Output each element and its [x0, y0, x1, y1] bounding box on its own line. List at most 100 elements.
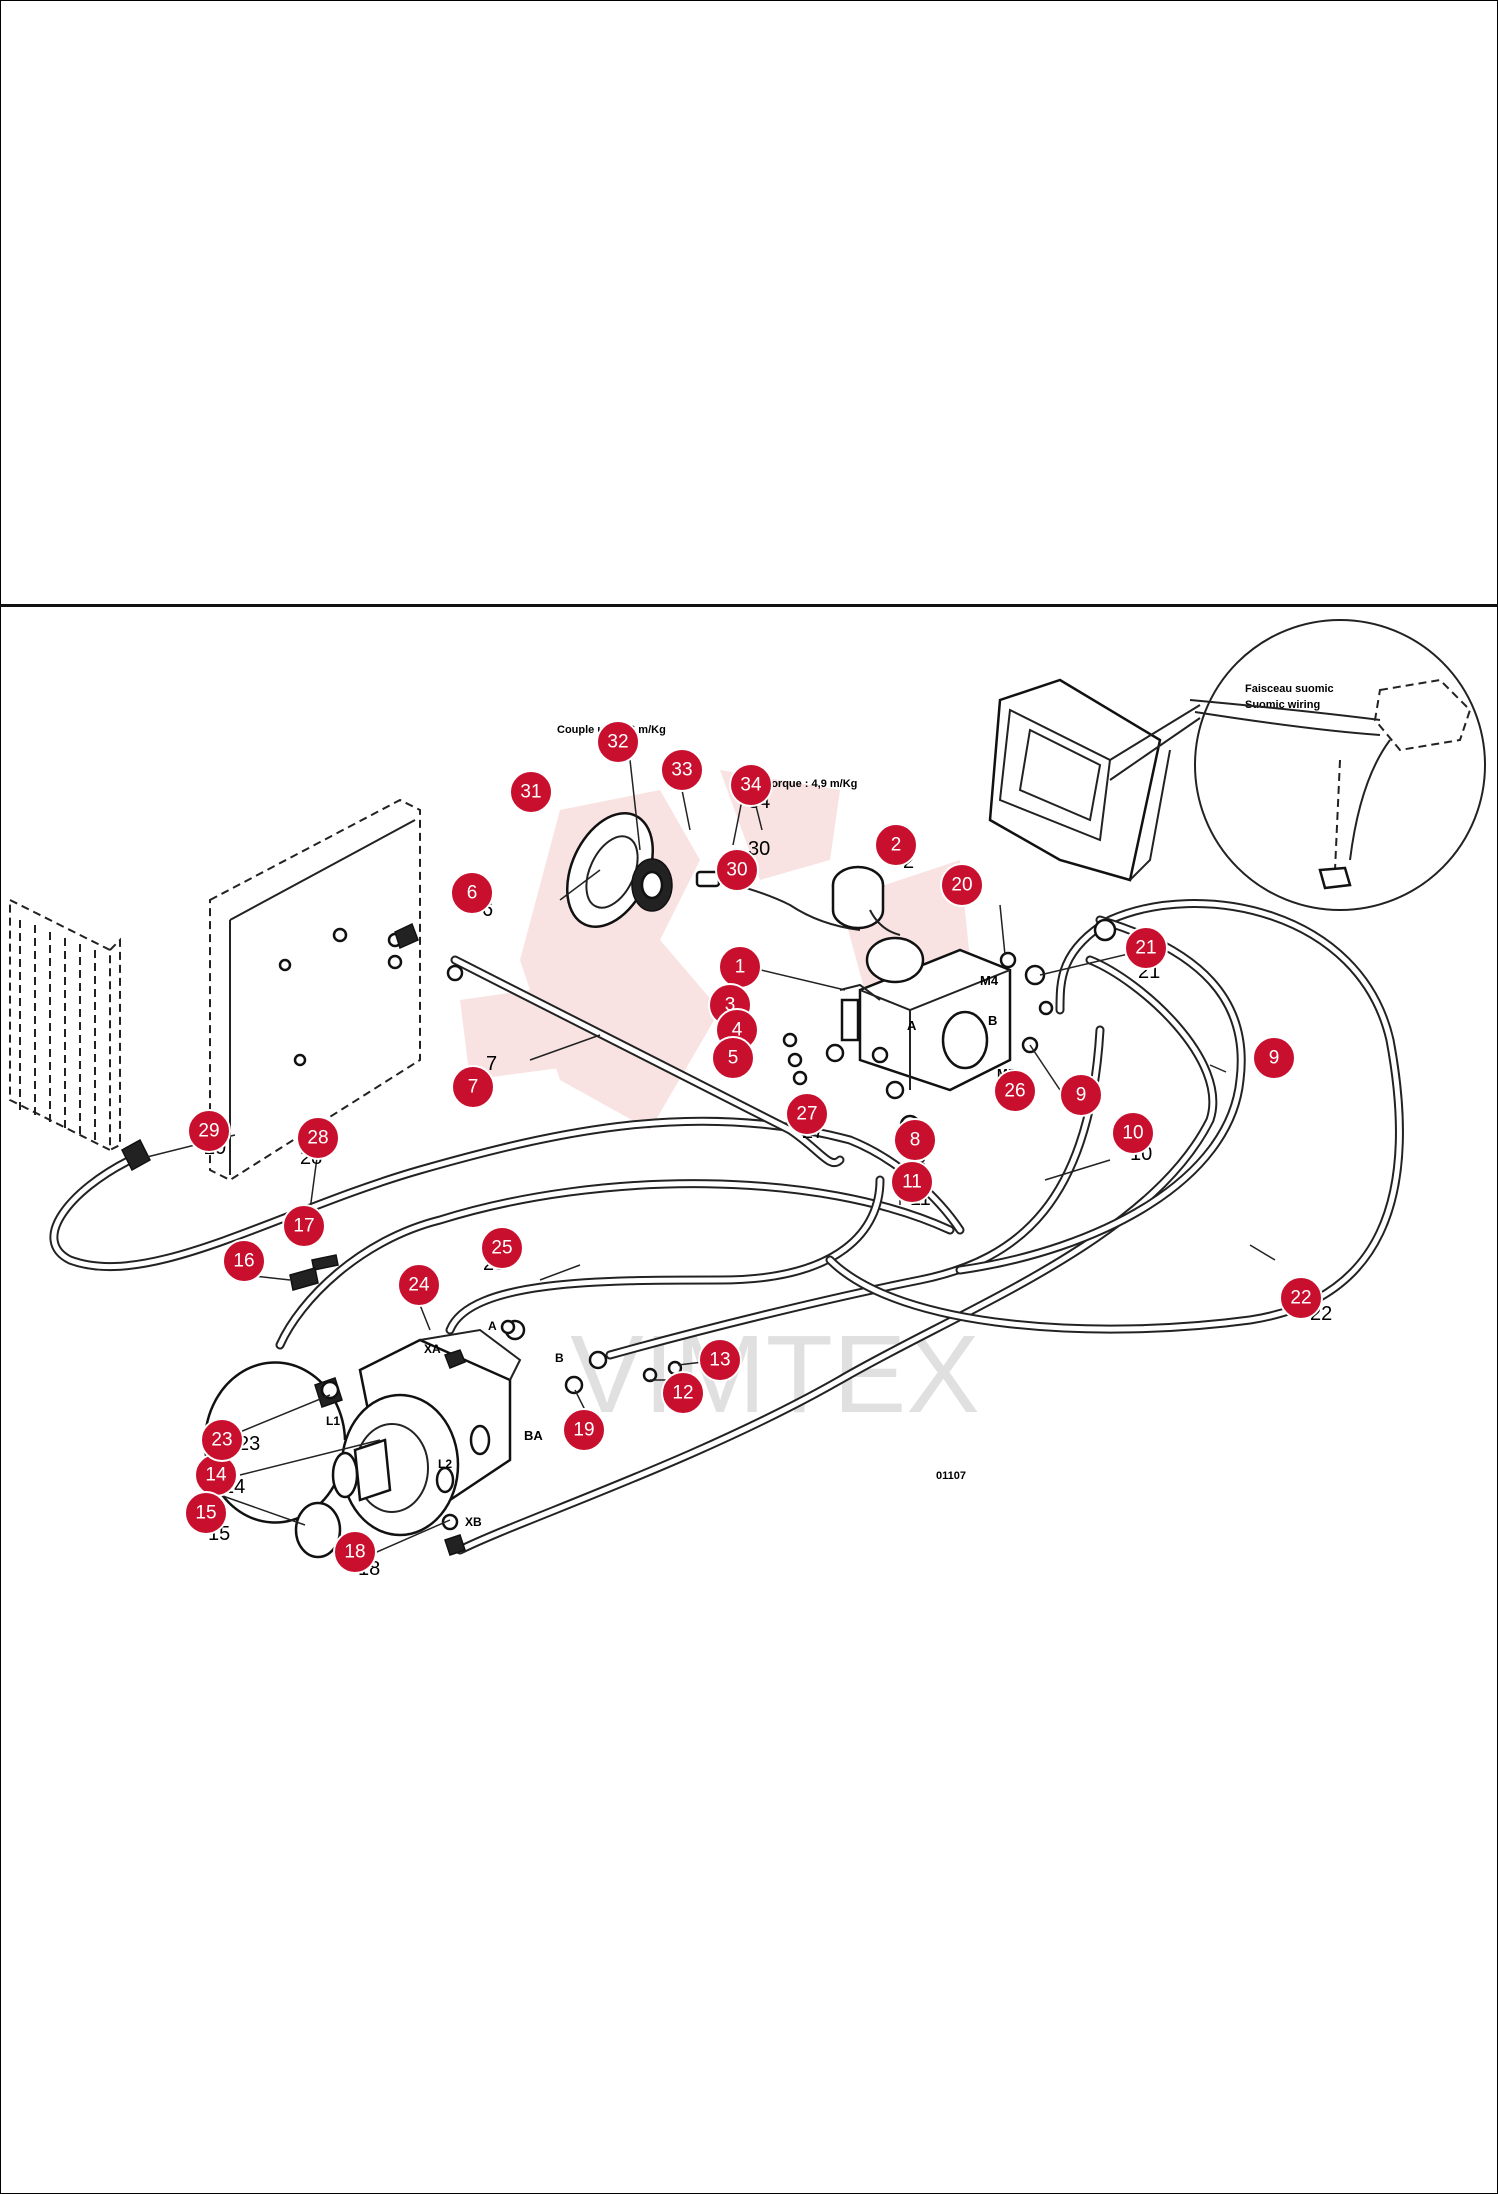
callout-circle [993, 1069, 1037, 1113]
callout-label: 31 [520, 782, 541, 803]
callout-circle [1252, 1036, 1296, 1080]
callout-20: 20 [940, 863, 984, 907]
callout-5: 5 [711, 1036, 755, 1080]
callout-label: 21 [1135, 938, 1156, 959]
callout-2: 2 [874, 823, 918, 867]
callout-label: 6 [467, 883, 478, 904]
callout-30: 30 [715, 848, 759, 892]
callout-24: 24 [397, 1263, 441, 1307]
callout-7: 7 [451, 1065, 495, 1109]
callout-label: 11 [902, 1172, 922, 1193]
callout-circle [187, 1109, 231, 1153]
o-ring [294, 1501, 342, 1559]
callout-circle [711, 1036, 755, 1080]
callout-circle [397, 1263, 441, 1307]
callout-label: 1 [735, 957, 746, 978]
callout-circle [480, 1226, 524, 1270]
callout-label: 2 [891, 835, 902, 856]
printed-num-6: 6 [482, 899, 493, 921]
port-a-valve: A [907, 1018, 917, 1033]
callout-label: 19 [573, 1420, 594, 1441]
callout-circle [1059, 1073, 1103, 1117]
callout-circle [222, 1239, 266, 1283]
torque-label-2: e / Torque : 4,9 m/Kg [750, 778, 857, 790]
port-xb: XB [465, 1515, 482, 1529]
port-ba: BA [524, 1428, 543, 1443]
callout-15: 15 [184, 1491, 228, 1535]
callout-label: 4 [732, 1020, 743, 1041]
callout-label: 5 [728, 1048, 739, 1069]
callout-label: 10 [1122, 1123, 1143, 1144]
callout-label: 17 [293, 1216, 314, 1237]
callout-18: 18 [333, 1530, 377, 1574]
callout-label: 12 [672, 1383, 693, 1404]
callout-circle [1111, 1111, 1155, 1155]
callout-34: 34 [729, 763, 773, 807]
callout-17: 17 [282, 1204, 326, 1248]
callout-circle [940, 863, 984, 907]
callout-19: 19 [562, 1408, 606, 1452]
callout-label: 3 [725, 995, 736, 1016]
radiator [9, 898, 121, 1152]
drawing-number: 01107 [936, 1470, 966, 1482]
hoses [49, 899, 1404, 1555]
callout-circle [785, 1092, 829, 1136]
callout-label: 24 [408, 1275, 430, 1296]
callout-circle [562, 1408, 606, 1452]
wiring-inset: Faisceau suomic Suomic wiring [1109, 619, 1486, 911]
callout-circle [874, 823, 918, 867]
callout-6: 6 [450, 871, 494, 915]
callout-circle [184, 1491, 228, 1535]
callout-label: 13 [709, 1350, 730, 1371]
callout-12: 12 [661, 1371, 705, 1415]
callout-circle [200, 1418, 244, 1462]
callout-markers: 1234567899101112131415161718192021222324… [184, 720, 1323, 1574]
callout-label: 30 [726, 860, 747, 881]
callout-label: 9 [1269, 1048, 1280, 1069]
inset-label-1: Faisceau suomic [1245, 683, 1334, 695]
callout-circle [729, 763, 773, 807]
port-l1: L1 [326, 1414, 340, 1428]
callout-label: 33 [671, 760, 692, 781]
callout-10: 10 [1111, 1111, 1155, 1155]
callout-31: 31 [509, 770, 553, 814]
callout-label: 28 [307, 1128, 328, 1149]
callout-circle [450, 871, 494, 915]
callout-33: 33 [660, 748, 704, 792]
callout-label: 34 [740, 775, 762, 796]
callout-label: 16 [233, 1251, 254, 1272]
callout-23: 23 [200, 1418, 244, 1462]
callout-25: 25 [480, 1226, 524, 1270]
callout-28: 28 [296, 1116, 340, 1160]
callout-label: 8 [910, 1130, 921, 1151]
callout-label: 9 [1076, 1085, 1087, 1106]
port-l2: L2 [438, 1457, 452, 1471]
callout-circle [1279, 1276, 1323, 1320]
callout-label: 18 [344, 1542, 365, 1563]
callout-label: 20 [951, 875, 972, 896]
callout-16: 16 [222, 1239, 266, 1283]
control-handle-guard [988, 678, 1171, 882]
callout-label: 7 [468, 1077, 479, 1098]
callout-26: 26 [993, 1069, 1037, 1113]
callout-label: 22 [1290, 1288, 1311, 1309]
callout-label: 14 [205, 1465, 227, 1486]
leader-lines [134, 759, 1276, 1556]
callout-11: 11 [890, 1160, 934, 1204]
callout-circle [698, 1338, 742, 1382]
callout-9: 9 [1059, 1073, 1103, 1117]
printed-num-7: 7 [486, 1053, 497, 1075]
callout-circle [1124, 926, 1168, 970]
port-b-motor: B [555, 1351, 564, 1365]
callout-circle [333, 1530, 377, 1574]
port-m4: M4 [980, 973, 999, 988]
callout-8: 8 [893, 1118, 937, 1162]
callout-circle [282, 1204, 326, 1248]
callout-circle [661, 1371, 705, 1415]
callout-circle [660, 748, 704, 792]
callout-label: 15 [195, 1503, 216, 1524]
callout-circle [451, 1065, 495, 1109]
callout-circle [296, 1116, 340, 1160]
callout-13: 13 [698, 1338, 742, 1382]
